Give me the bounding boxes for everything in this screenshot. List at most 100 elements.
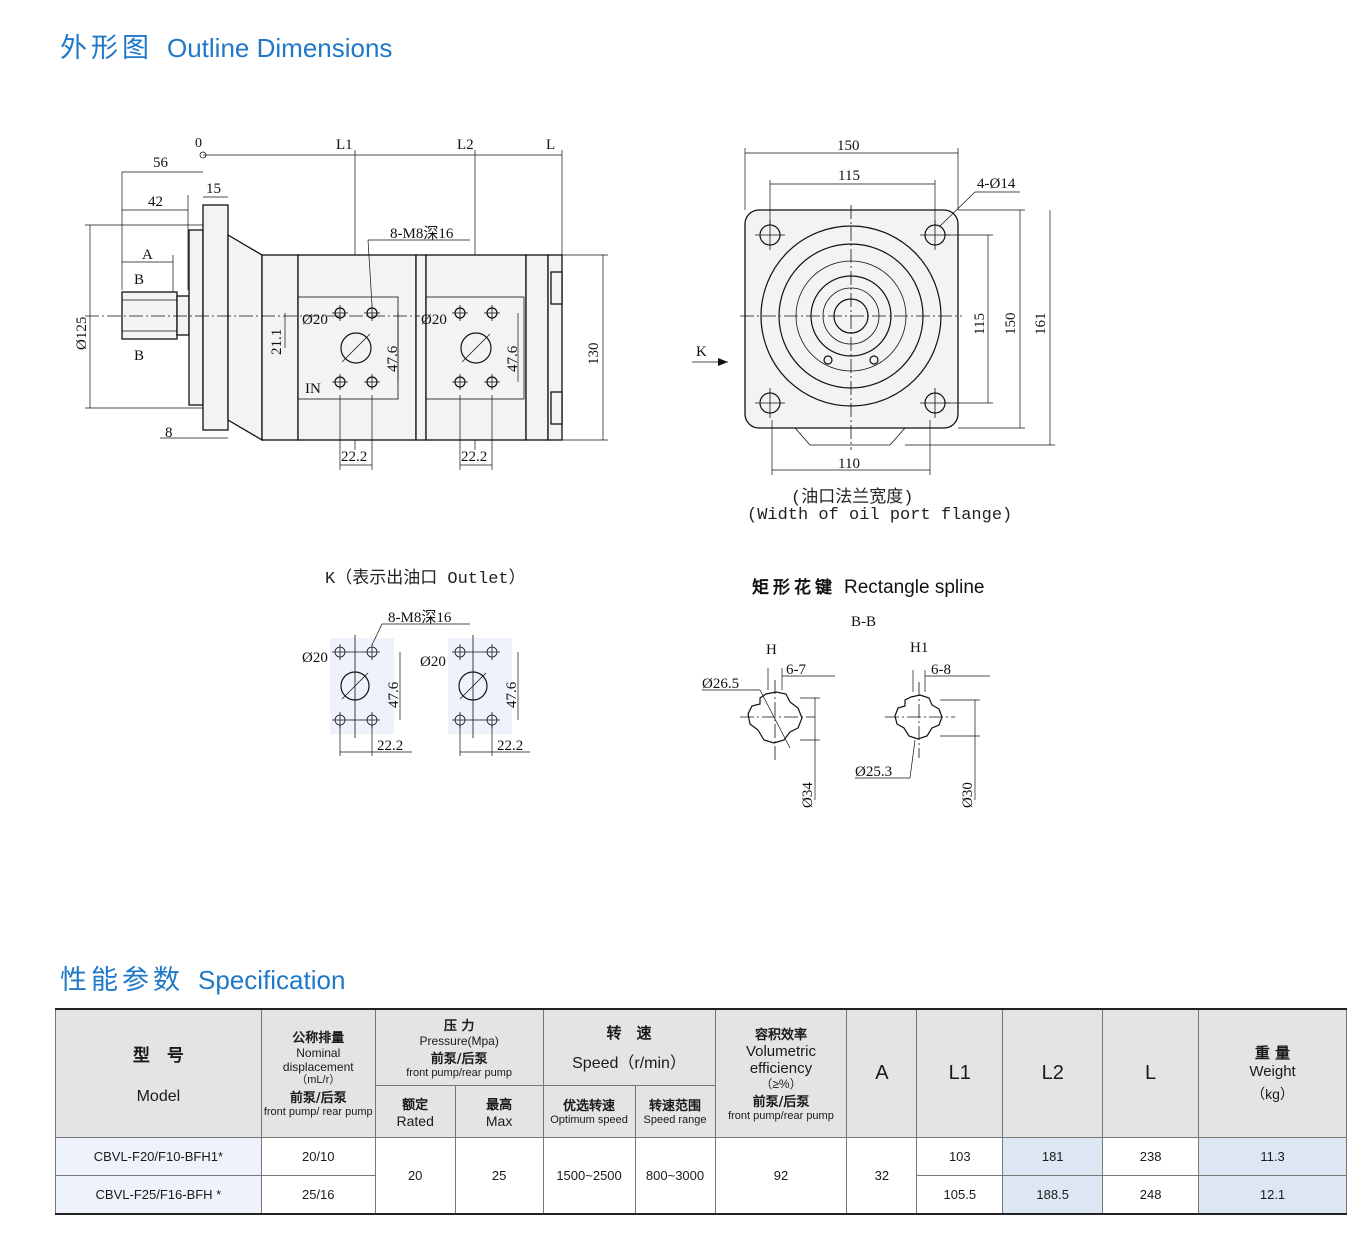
dim-label: L2 [457, 137, 474, 153]
dim-label: 150 [837, 138, 860, 154]
max-header-en: Max [485, 1112, 513, 1129]
col-a: A [846, 1009, 918, 1138]
cell-max: 25 [454, 1136, 544, 1214]
dim-label: K [696, 344, 707, 360]
dim-label: 8-M8深16 [388, 609, 452, 626]
col-efficiency: 容积效率 Volumetric efficiency （≥%） 前泵/后泵 fr… [714, 1009, 848, 1138]
max-header-cn: 最高 [486, 1097, 513, 1113]
dim-label: 115 [838, 168, 860, 184]
spline-caption-cn: 矩形花键 [752, 578, 836, 598]
cell-weight: 12.1 [1198, 1174, 1347, 1214]
col-weight: 重 量 Weight （kg） [1198, 1009, 1347, 1138]
flange-caption-cn: (油口法兰宽度) [791, 489, 914, 508]
cell-efficiency: 92 [714, 1136, 848, 1214]
dim-label: 47.6 [505, 345, 521, 372]
dim-label: 8 [165, 425, 173, 441]
outlet-view-drawing: 8-M8深16 Ø20 Ø20 47.6 47.6 22.2 22.2 [302, 609, 530, 756]
disp-header-en1: Nominal [296, 1046, 341, 1061]
dim-label: 115 [972, 313, 988, 335]
dim-label: IN [305, 381, 321, 397]
dim-label: 6-8 [931, 662, 951, 678]
table-row: CBVL-F20/F10-BFH1* 20/10 20 25 1500~2500… [55, 1136, 1347, 1214]
opt-header-en: Optimum speed [550, 1114, 628, 1126]
dim-label: Ø125 [74, 317, 90, 350]
dim-label: B-B [851, 614, 876, 630]
dim-label: Ø20 [421, 312, 447, 328]
col-model: 型 号 Model [55, 1009, 262, 1138]
disp-header-en2: displacement [282, 1060, 354, 1075]
col-l1: L1 [916, 1009, 1004, 1138]
dim-label: 130 [586, 343, 602, 366]
cell-weight: 11.3 [1198, 1136, 1347, 1176]
pressure-sub-en: front pump/rear pump [406, 1066, 513, 1079]
dim-label: Ø20 [302, 312, 328, 328]
dim-label: 22.2 [377, 738, 403, 754]
eff-header-unit: （≥%） [760, 1076, 802, 1091]
opt-header-cn: 优选转速 [563, 1099, 616, 1114]
speed-header-cn: 转 速 [606, 1023, 652, 1042]
dim-label: 22.2 [341, 449, 367, 465]
cell-model: CBVL-F20/F10-BFH1* [55, 1136, 262, 1176]
weight-header-cn: 重 量 [1254, 1044, 1291, 1063]
cell-l1: 103 [916, 1136, 1004, 1176]
dim-label: Ø30 [960, 782, 976, 808]
side-view-drawing: 0 L1 L2 L 56 42 15 A B B Ø125 8 8-M8深16 … [74, 136, 608, 470]
range-header-en: Speed range [643, 1114, 707, 1126]
dim-label: 22.2 [497, 738, 523, 754]
dim-label: 22.2 [461, 449, 487, 465]
col-max: 最高 Max [454, 1084, 544, 1138]
dim-label: Ø34 [800, 782, 816, 808]
dim-label: 110 [838, 456, 860, 472]
disp-header-unit: （mL/r） [296, 1074, 341, 1087]
col-speed-range: 转速范围 Speed range [634, 1084, 716, 1138]
dim-label: Ø26.5 [702, 676, 739, 692]
rated-header-cn: 额定 [402, 1097, 429, 1113]
cell-speed-range: 800~3000 [634, 1136, 716, 1214]
eff-sub-cn: 前泵/后泵 [752, 1094, 810, 1110]
dim-label: H [766, 642, 777, 658]
dim-label: 8-M8深16 [390, 225, 454, 242]
dim-label: 6-7 [786, 662, 806, 678]
specification-table: 型 号 Model 公称排量 Nominal displacement （mL/… [55, 1008, 1347, 1215]
eff-header-en2: efficiency [749, 1059, 813, 1077]
dim-label: Ø25.3 [855, 764, 892, 780]
eff-sub-en: front pump/rear pump [728, 1109, 834, 1122]
cell-l: 248 [1102, 1174, 1200, 1214]
technical-drawings: 0 L1 L2 L 56 42 15 A B B Ø125 8 8-M8深16 … [74, 136, 1055, 808]
col-pressure: 压 力 Pressure(Mpa) 前泵/后泵 front pump/rear … [374, 1009, 544, 1086]
dim-label: L1 [336, 137, 353, 153]
outline-title-en: Outline Dimensions [167, 33, 393, 63]
col-optimum-speed: 优选转速 Optimum speed [542, 1084, 636, 1138]
dim-label: L [546, 137, 555, 153]
dim-label: A [142, 247, 153, 263]
col-l2: L2 [1002, 1009, 1104, 1138]
disp-header-cn: 公称排量 [292, 1031, 345, 1047]
cell-l1: 105.5 [916, 1174, 1004, 1214]
cell-l2: 181 [1002, 1136, 1104, 1176]
pressure-sub-cn: 前泵/后泵 [430, 1051, 488, 1067]
col-rated: 额定 Rated [374, 1084, 456, 1138]
dim-label: Ø20 [302, 650, 328, 666]
range-header-cn: 转速范围 [649, 1099, 702, 1114]
dim-label: 47.6 [385, 345, 401, 372]
pressure-header-en: Pressure(Mpa) [419, 1033, 499, 1048]
rated-header-en: Rated [396, 1112, 434, 1129]
front-view-drawing: 150 115 4-Ø14 115 150 161 K 110 [692, 138, 1055, 475]
outlet-caption: K（表示出油口 Outlet） [325, 570, 526, 589]
dim-label: B [134, 348, 144, 364]
flange-caption-en: (Width of oil port flange) [747, 506, 1013, 525]
dim-label: 4-Ø14 [977, 176, 1016, 192]
cell-l: 238 [1102, 1136, 1200, 1176]
eff-header-cn: 容积效率 [754, 1027, 807, 1043]
disp-sub-en: front pump/ rear pump [263, 1106, 373, 1119]
dim-label: Ø20 [420, 654, 446, 670]
dim-label: B [134, 272, 144, 288]
spec-title-en: Specification [198, 965, 346, 995]
col-l: L [1102, 1009, 1200, 1138]
model-header-cn: 型 号 [132, 1045, 184, 1066]
cell-a: 32 [846, 1136, 918, 1214]
cell-optimum-speed: 1500~2500 [542, 1136, 636, 1214]
cell-rated: 20 [374, 1136, 456, 1214]
